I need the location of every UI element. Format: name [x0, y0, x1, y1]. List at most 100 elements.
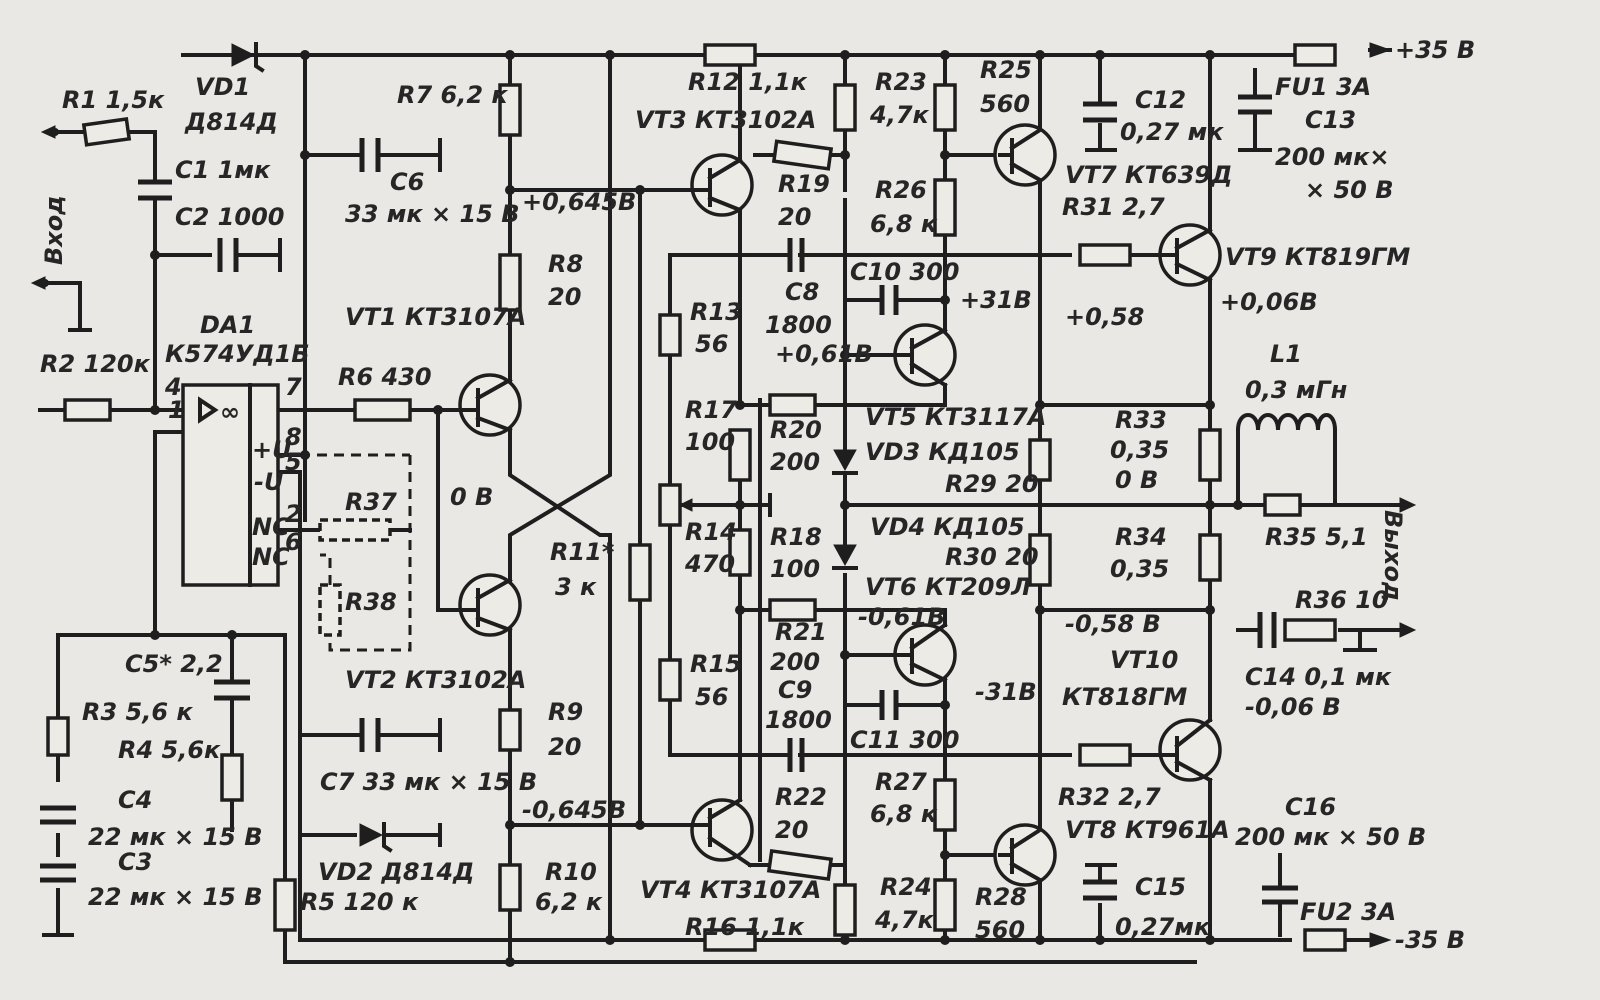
inductor-l1	[1235, 413, 1338, 433]
resistor-r21	[768, 598, 817, 622]
label-r30: R30 20	[945, 543, 1039, 571]
label-c14: C14 0,1 мк	[1245, 663, 1392, 691]
label-l1: L1	[1270, 340, 1302, 368]
label-r33-v: 0 В	[1115, 466, 1158, 494]
label-r22: R22	[775, 783, 827, 811]
label-r19: R19	[778, 170, 830, 198]
resistor-r34	[1198, 533, 1222, 582]
resistor-r9	[498, 708, 522, 752]
resistor-r26	[933, 178, 957, 237]
transistor-vt9	[1153, 223, 1222, 287]
label-c9-val: 1800	[765, 706, 832, 734]
capacitor-c6	[359, 138, 442, 172]
label-vt10-type: КТ818ГМ	[1062, 683, 1187, 711]
label-c6: C6	[390, 168, 424, 196]
diode-vd3	[832, 449, 858, 475]
label-c15-val: 0,27мк	[1115, 913, 1211, 941]
label-r17-val: 100	[685, 428, 735, 456]
label-v-m061: -0,61В	[858, 603, 945, 631]
label-c12: C12	[1135, 86, 1186, 114]
label-r15: R15	[690, 650, 742, 678]
transistor-vt5	[888, 323, 957, 388]
label-pin-pu: +U	[252, 436, 292, 464]
label-r24-val: 4,7к	[874, 906, 935, 934]
label-r7: R7 6,2 к	[397, 81, 508, 109]
resistor-r15	[658, 658, 682, 702]
label-v-p006: +0,06В	[1220, 288, 1318, 316]
label-v-m31: -31В	[975, 678, 1037, 706]
resistor-r37	[318, 518, 392, 542]
diode-vd4	[832, 544, 858, 570]
resistor-r13	[658, 313, 682, 357]
capacitor-c12	[1083, 101, 1117, 123]
label-vt7: VT7 КТ639Д	[1065, 161, 1232, 189]
label-c5: C5* 2,2	[125, 650, 223, 678]
capacitor-c10	[879, 285, 899, 315]
label-r38: R38	[345, 588, 397, 616]
resistor-r11	[628, 543, 652, 602]
label-da1: DA1	[200, 311, 255, 339]
label-r37: R37	[345, 488, 397, 516]
resistor-r10	[498, 863, 522, 912]
resistor-r31	[1078, 243, 1132, 267]
resistor-r4	[220, 753, 244, 802]
label-r13: R13	[690, 298, 742, 326]
label-c6-val: 33 мк × 15 В	[345, 200, 520, 228]
label-r6: R6 430	[338, 363, 432, 391]
label-r21-val: 200	[770, 648, 820, 676]
label-pin-mu: -U	[254, 468, 283, 496]
label-r34-val: 0,35	[1110, 555, 1169, 583]
label-c8: C8	[785, 278, 819, 306]
capacitors	[40, 94, 1298, 905]
label-c7: C7 33 мк × 15 В	[320, 768, 537, 796]
resistors	[46, 43, 1337, 952]
labels: R1 1,5к VD1 Д814Д C1 1мк C2 1000 Вход DA…	[40, 36, 1475, 954]
label-r24: R24	[880, 873, 932, 901]
resistor-r25	[933, 83, 957, 132]
resistor-r6	[353, 398, 412, 422]
label-pin-nc1: NC	[252, 513, 290, 541]
label-r15-val: 56	[695, 683, 728, 711]
label-pin5: 5	[285, 448, 302, 476]
resistor-r19	[771, 139, 834, 171]
transistor-vt6	[888, 622, 957, 687]
label-pin-nc2: NC	[252, 543, 290, 571]
label-c1: C1 1мк	[175, 156, 271, 184]
capacitor-c7	[359, 718, 442, 752]
fuses	[30, 42, 1417, 952]
transistor-vt2	[458, 573, 522, 637]
label-vt2: VT2 КТ3102А	[345, 666, 526, 694]
resistor-r3	[46, 716, 70, 757]
label-pin4: 4	[164, 373, 182, 401]
label-r29: R29 20	[945, 470, 1039, 498]
label-c4-val: 22 мк × 15 В	[88, 823, 263, 851]
resistor-r18	[728, 528, 752, 577]
label-v-p0645: +0,645В	[522, 188, 636, 216]
label-r23-val: 4,7к	[869, 101, 930, 129]
label-r5: R5 120 к	[300, 888, 419, 916]
label-r21: R21	[775, 618, 827, 646]
label-vd1-type: Д814Д	[184, 108, 278, 136]
label-r20: R20	[770, 416, 822, 444]
resistor-r1	[81, 117, 132, 147]
label-r1: R1 1,5к	[62, 86, 165, 114]
resistor-r7	[498, 83, 522, 137]
capacitor-c4	[40, 805, 76, 825]
capacitor-c9	[787, 738, 805, 772]
label-pin8: 8	[285, 423, 302, 451]
label-r22-val: 20	[775, 816, 808, 844]
label-c16-val: 200 мк × 50 В	[1235, 823, 1426, 851]
label-fu2: FU2 3А	[1300, 898, 1396, 926]
label-fu1: FU1 3А	[1275, 73, 1371, 101]
label-r33: R33	[1115, 406, 1167, 434]
label-r33-val: 0,35	[1110, 436, 1169, 464]
label-c13-val2: × 50 В	[1305, 176, 1394, 204]
label-vt10: VT10	[1110, 646, 1178, 674]
label-r25: R25	[980, 56, 1032, 84]
label-c9: C9	[778, 676, 812, 704]
transistor-vt10	[1153, 717, 1222, 783]
label-l1-val: 0,3 мГн	[1245, 376, 1347, 404]
label-vhod: Вход	[40, 195, 68, 265]
capacitor-c3	[40, 863, 76, 883]
label-c16: C16	[1285, 793, 1336, 821]
